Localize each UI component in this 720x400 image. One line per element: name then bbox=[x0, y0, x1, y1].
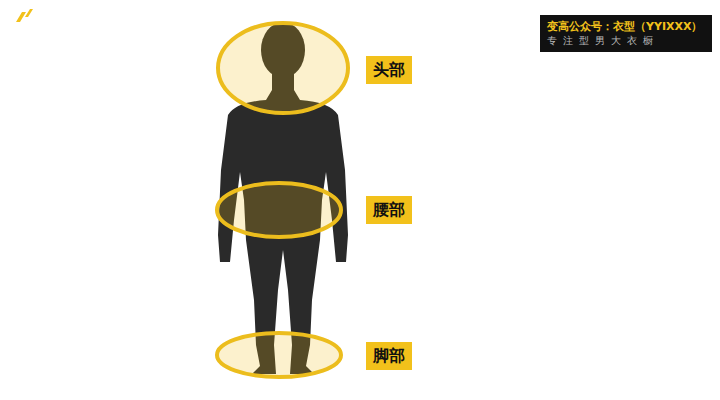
logo-mark bbox=[16, 9, 33, 22]
highlight-ellipses bbox=[217, 23, 348, 377]
header-text: 专注型男大衣橱 bbox=[547, 34, 705, 48]
waist-ellipse bbox=[217, 183, 341, 237]
label-box: 头部 bbox=[366, 56, 412, 84]
label-box: 腰部 bbox=[366, 196, 412, 224]
part-label: 腰部 bbox=[372, 202, 406, 218]
header-text: 变高公众号：衣型（YYIXXX） bbox=[547, 19, 705, 34]
part-label: 头部 bbox=[372, 62, 406, 78]
feet-ellipse bbox=[217, 333, 341, 377]
label-box: 脚部 bbox=[366, 342, 412, 370]
header-box: 变高公众号：衣型（YYIXXX）专注型男大衣橱 bbox=[540, 15, 712, 52]
man-silhouette bbox=[218, 22, 348, 374]
part-label: 脚部 bbox=[372, 348, 406, 364]
head-ellipse bbox=[218, 23, 348, 113]
